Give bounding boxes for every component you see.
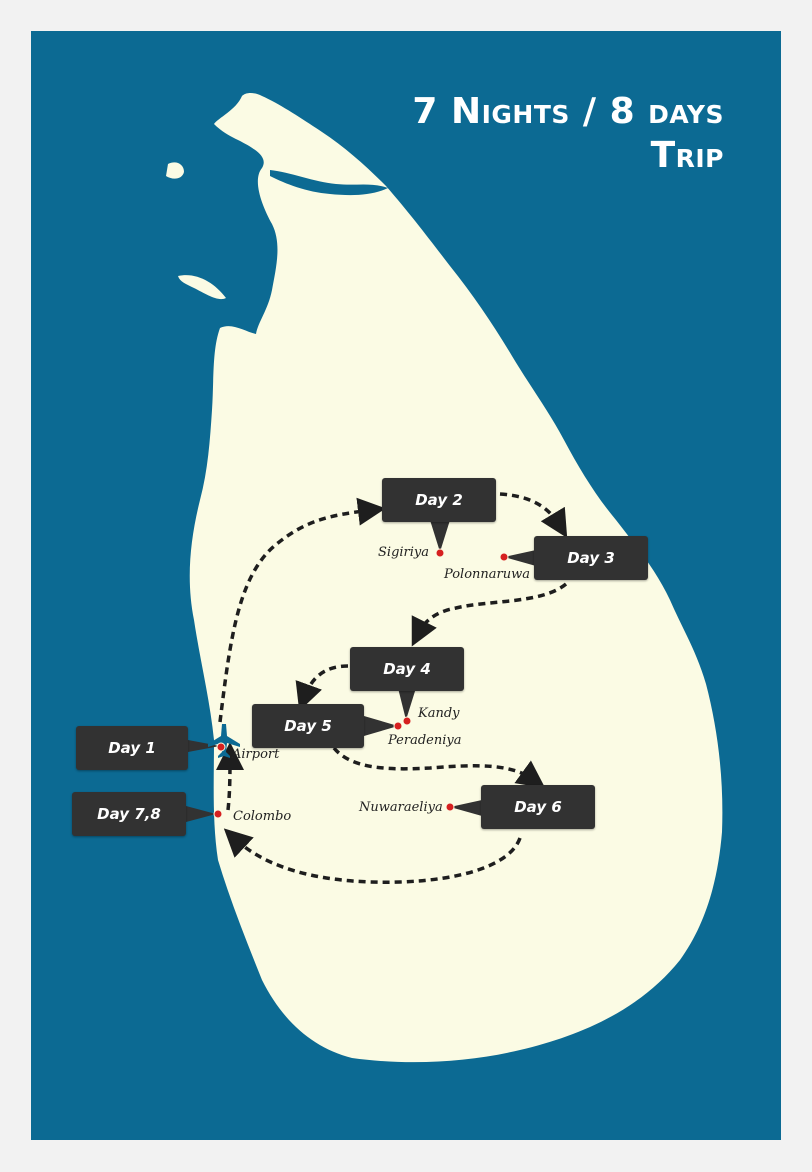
pointer-day78 [186, 806, 216, 822]
route-polonnaruwa-to-kandy [411, 582, 568, 647]
callout-day-7-8: Day 7,8 [72, 792, 186, 836]
route-kandy-to-peradeniya [295, 664, 349, 712]
jaffna-lagoon [270, 170, 388, 196]
pointer-day2 [430, 520, 450, 552]
callout-day-4: Day 4 [350, 647, 464, 691]
marker-airport [216, 742, 226, 752]
route-colombo-to-airport [215, 742, 244, 811]
callout-day-2: Day 2 [382, 478, 496, 522]
delft-island [166, 162, 184, 179]
place-label-colombo: Colombo [233, 809, 292, 824]
pointer-day1 [188, 740, 220, 752]
pointer-day3 [504, 550, 536, 566]
marker-nuwaraeliya [445, 802, 455, 812]
place-label-nuwaraeliya: Nuwaraeliya [359, 800, 443, 815]
place-label-sigiriya: Sigiriya [378, 545, 430, 560]
callout-day-5: Day 5 [252, 704, 364, 748]
marker-peradeniya [393, 721, 403, 731]
place-label-peradeniya: Peradeniya [388, 733, 462, 748]
marker-colombo [213, 809, 223, 819]
callout-day-1: Day 1 [76, 726, 188, 770]
place-label-airport: Airport [232, 747, 280, 762]
marker-kandy [402, 716, 412, 726]
mannar-island [178, 275, 226, 300]
callout-day-3: Day 3 [534, 536, 648, 580]
title-line-1: 7 Nights / 8 days [412, 91, 724, 132]
place-label-kandy: Kandy [418, 706, 460, 721]
route-nuwaraeliya-to-colombo [223, 828, 522, 884]
callout-pointers [186, 520, 536, 822]
pointer-day4 [398, 688, 416, 720]
callout-day-6: Day 6 [481, 785, 595, 829]
marker-sigiriya [435, 548, 445, 558]
route-sigiriya-to-polonnaruwa [499, 492, 568, 539]
pointer-day5 [364, 716, 398, 736]
route-peradeniya-to-nuwaraeliya [332, 746, 546, 789]
airplane-icon [208, 724, 240, 758]
marker-polonnaruwa [499, 552, 509, 562]
title-line-2: Trip [650, 135, 724, 176]
place-label-polonnaruwa: Polonnaruwa [444, 567, 530, 582]
pointer-day6 [450, 800, 482, 816]
trip-route [215, 492, 568, 884]
route-airport-to-sigiriya [218, 497, 386, 723]
